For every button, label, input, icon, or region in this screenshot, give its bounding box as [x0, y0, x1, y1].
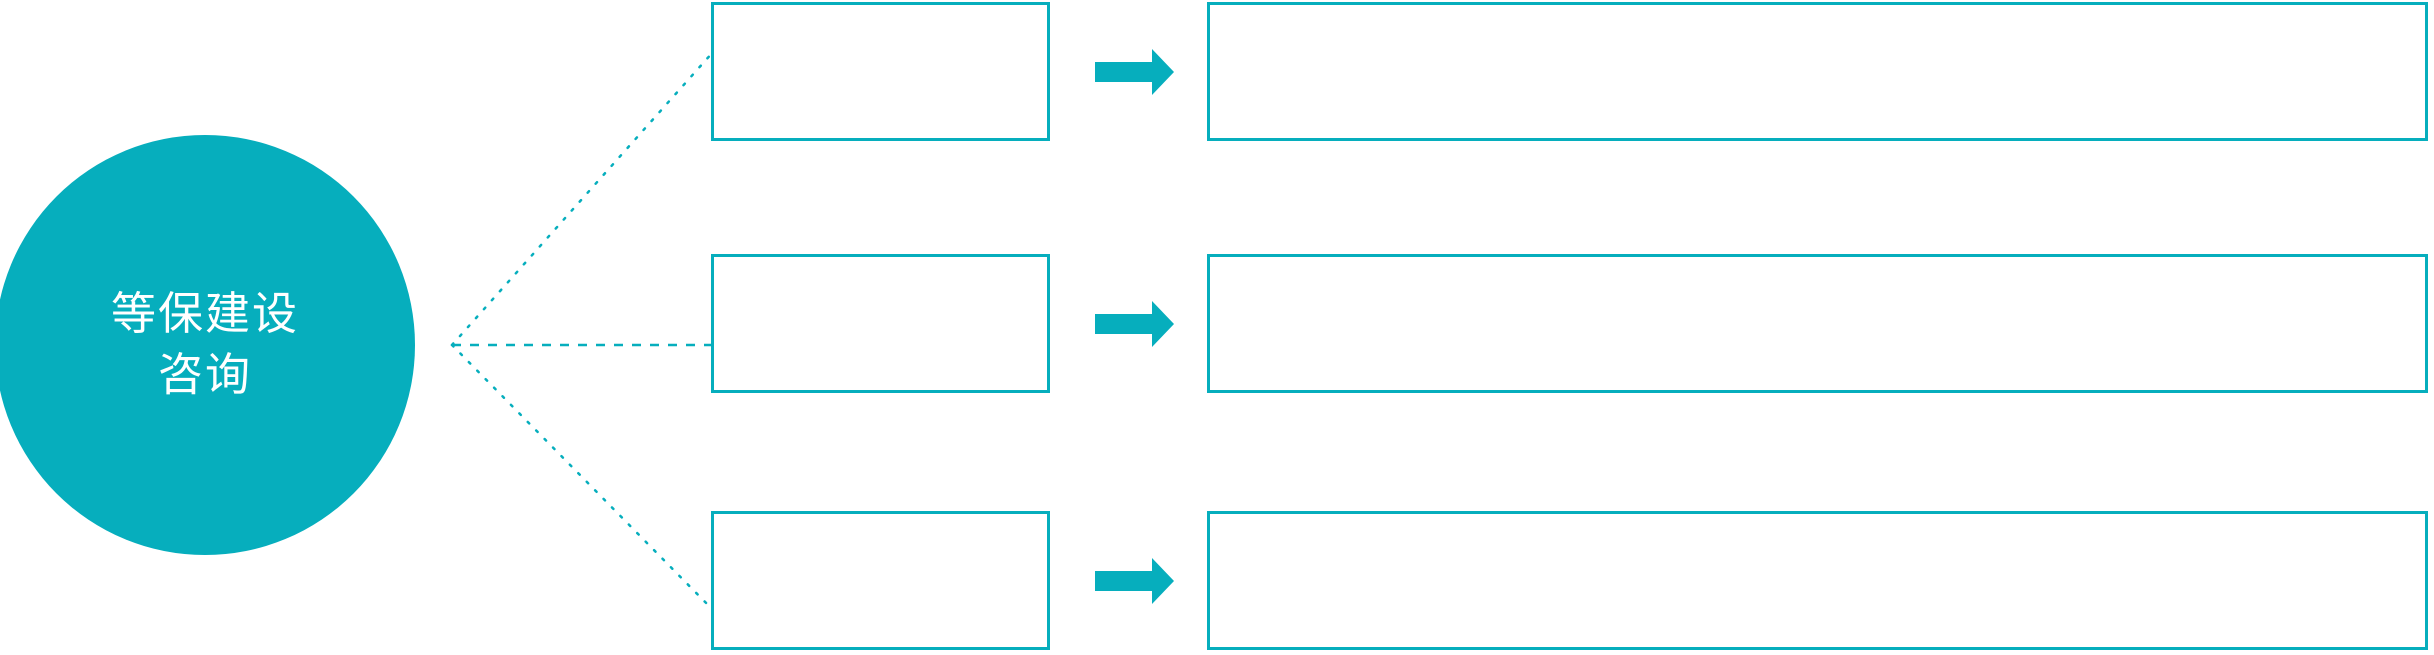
detail-box[interactable] — [1207, 511, 2428, 650]
right-arrow-icon — [1095, 301, 1174, 347]
stage-box[interactable] — [711, 2, 1050, 141]
connector-line-bottom — [450, 343, 715, 612]
hub-label-line-1: 等保建设 — [110, 288, 299, 340]
right-arrow-icon — [1095, 49, 1174, 95]
hub-label-line-2: 咨询 — [157, 349, 252, 400]
stage-box[interactable] — [711, 254, 1050, 393]
connector-line-top — [450, 50, 715, 347]
hub-circle[interactable]: 等保建设 咨询 — [0, 135, 415, 555]
right-arrow-icon — [1095, 558, 1174, 604]
stage-box[interactable] — [711, 511, 1050, 650]
detail-box[interactable] — [1207, 2, 2428, 141]
detail-box[interactable] — [1207, 254, 2428, 393]
